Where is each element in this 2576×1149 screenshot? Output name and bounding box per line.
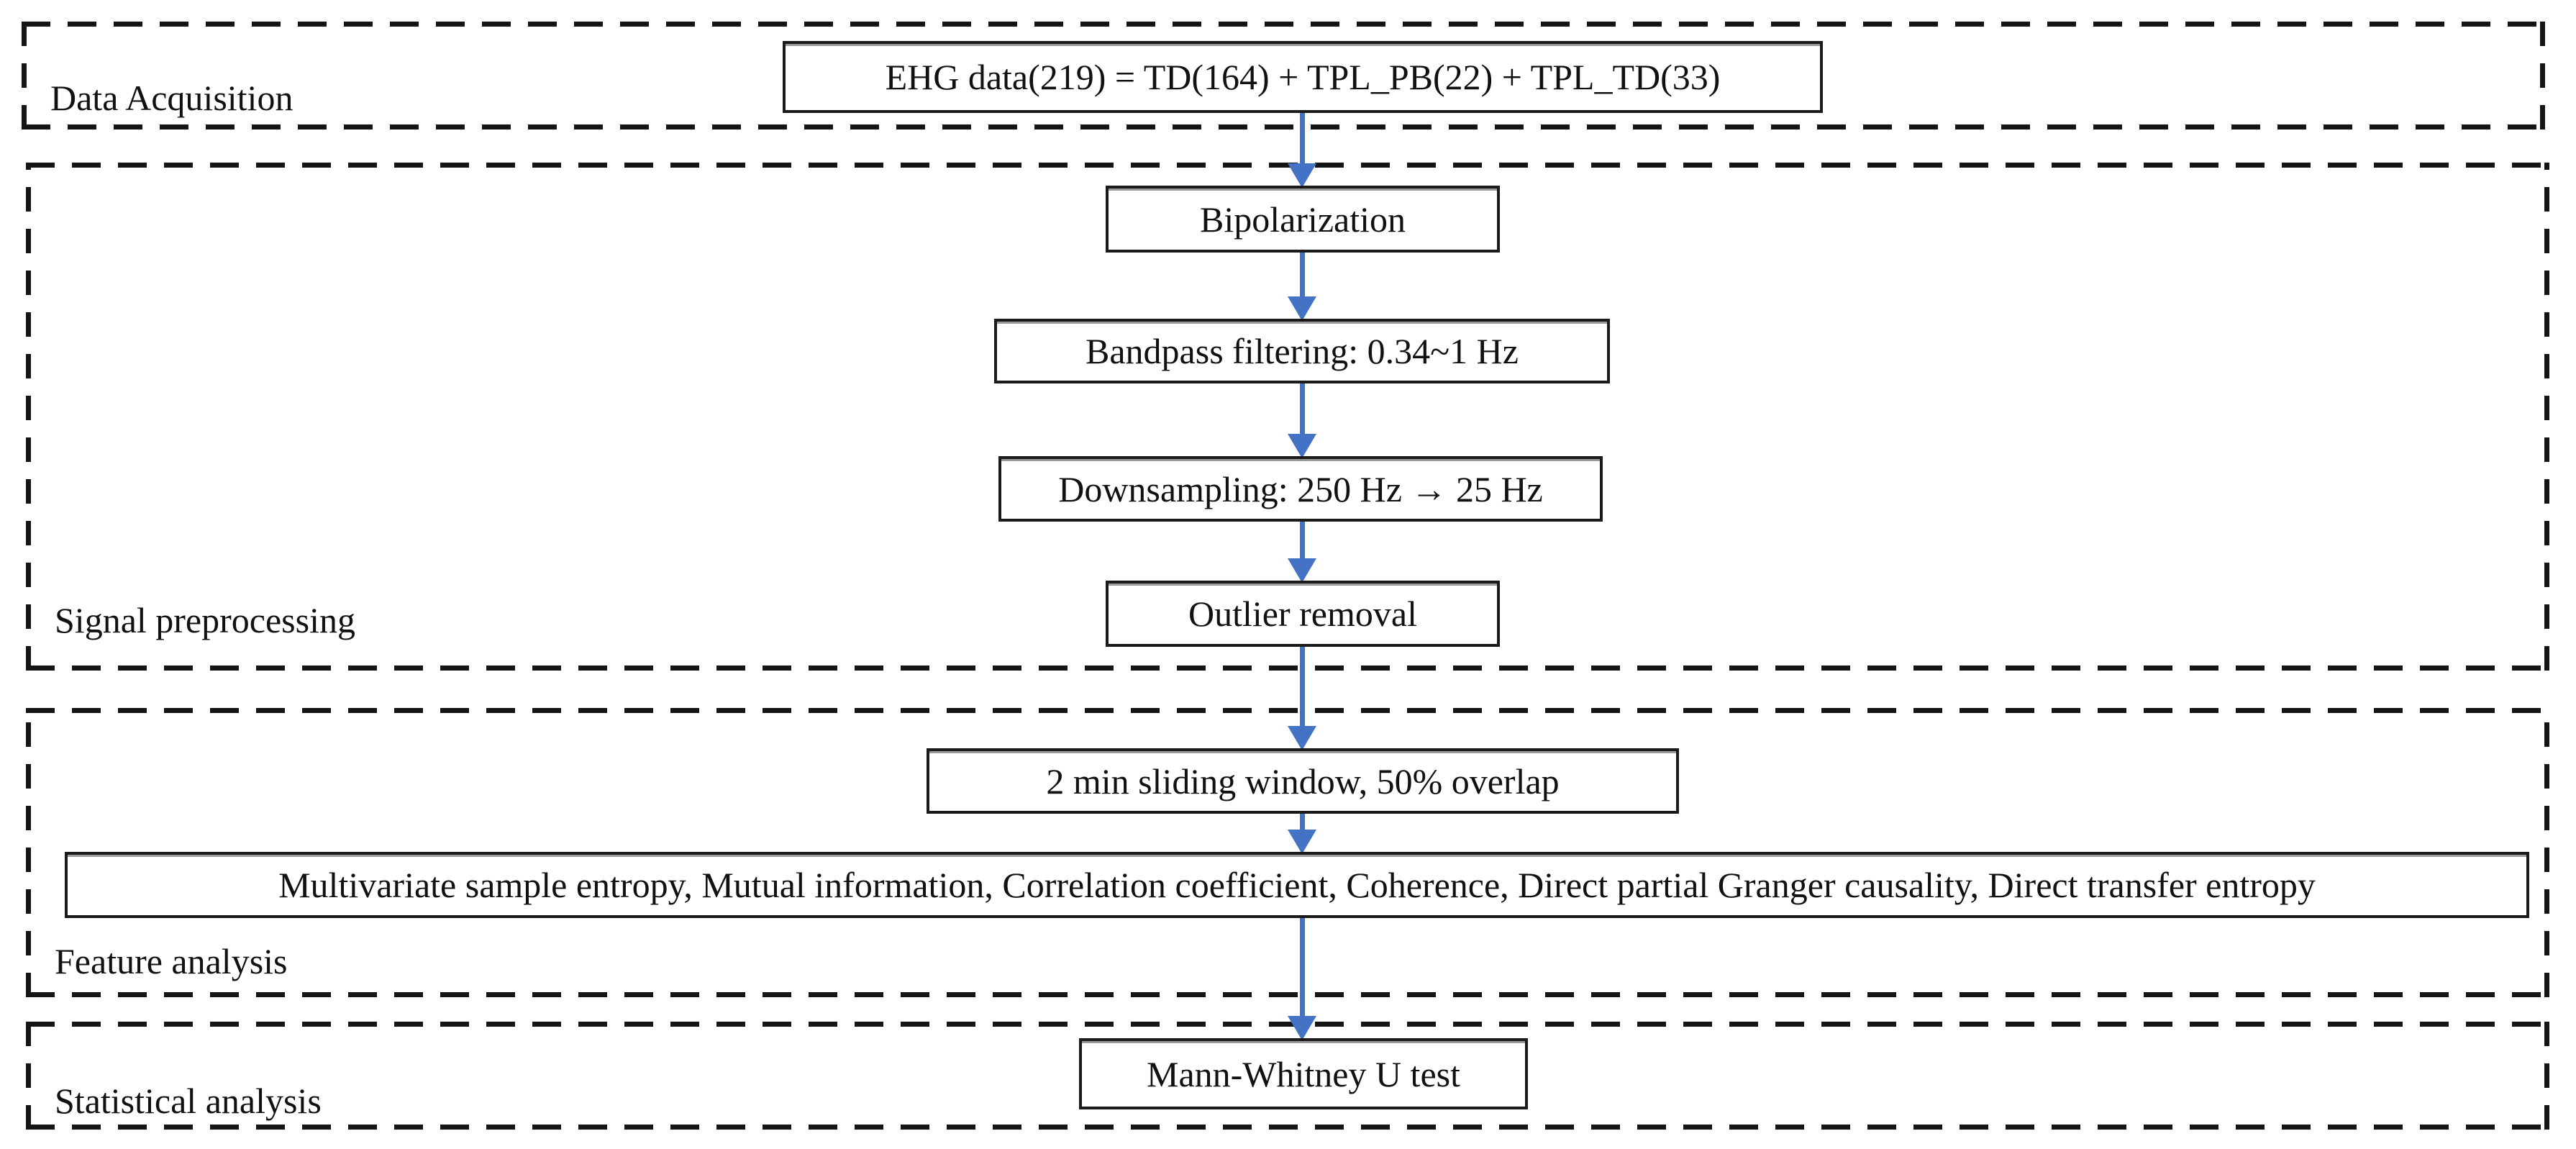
arrow-head-icon xyxy=(1288,296,1316,321)
flow-arrow-4 xyxy=(1288,520,1316,583)
arrow-shaft xyxy=(1299,382,1305,434)
section-label-feature-analysis: Feature analysis xyxy=(55,941,288,981)
flow-node-label: Outlier removal xyxy=(1188,594,1417,634)
flow-arrow-1 xyxy=(1288,112,1316,188)
section-label-data-acquisition: Data Acquisition xyxy=(50,78,293,118)
arrow-shaft xyxy=(1299,917,1305,1016)
flow-arrow-3 xyxy=(1288,382,1316,458)
arrow-head-icon xyxy=(1288,163,1316,188)
flow-node-bipolarization: Bipolarization xyxy=(1106,186,1500,253)
flow-node-sliding-window: 2 min sliding window, 50% overlap xyxy=(927,748,1679,814)
arrow-head-icon xyxy=(1288,434,1316,458)
flow-node-bandpass-filtering: Bandpass filtering: 0.34~1 Hz xyxy=(994,319,1610,383)
flow-arrow-7 xyxy=(1288,917,1316,1040)
flow-arrow-2 xyxy=(1288,251,1316,321)
flow-node-label: Mann-Whitney U test xyxy=(1146,1053,1460,1094)
flow-node-mann-whitney: Mann-Whitney U test xyxy=(1079,1038,1528,1109)
flow-node-label: Multivariate sample entropy, Mutual info… xyxy=(278,865,2316,905)
section-label-signal-preprocessing: Signal preprocessing xyxy=(55,600,355,640)
flow-node-label: Bipolarization xyxy=(1199,199,1406,240)
arrow-shaft xyxy=(1299,112,1305,163)
arrow-shaft xyxy=(1299,645,1305,726)
arrow-head-icon xyxy=(1288,726,1316,750)
flow-node-ehg-data: EHG data(219) = TD(164) + TPL_PB(22) + T… xyxy=(783,41,1823,113)
flow-arrow-5 xyxy=(1288,645,1316,750)
arrow-shaft xyxy=(1299,520,1305,558)
flow-node-label: Bandpass filtering: 0.34~1 Hz xyxy=(1086,331,1519,371)
arrow-shaft xyxy=(1299,251,1305,296)
flow-node-label: Downsampling: 250 Hz → 25 Hz xyxy=(1058,468,1543,509)
flow-node-features: Multivariate sample entropy, Mutual info… xyxy=(65,852,2529,918)
section-label-statistical-analysis: Statistical analysis xyxy=(55,1081,322,1121)
flow-node-downsampling: Downsampling: 250 Hz → 25 Hz xyxy=(998,456,1603,522)
flow-node-label: EHG data(219) = TD(164) + TPL_PB(22) + T… xyxy=(885,57,1721,97)
arrow-head-icon xyxy=(1288,1016,1316,1040)
flow-node-label: 2 min sliding window, 50% overlap xyxy=(1046,760,1560,801)
arrow-shaft xyxy=(1299,812,1305,830)
arrow-head-icon xyxy=(1288,830,1316,854)
flow-node-outlier-removal: Outlier removal xyxy=(1106,581,1500,647)
flow-arrow-6 xyxy=(1288,812,1316,854)
arrow-head-icon xyxy=(1288,558,1316,583)
